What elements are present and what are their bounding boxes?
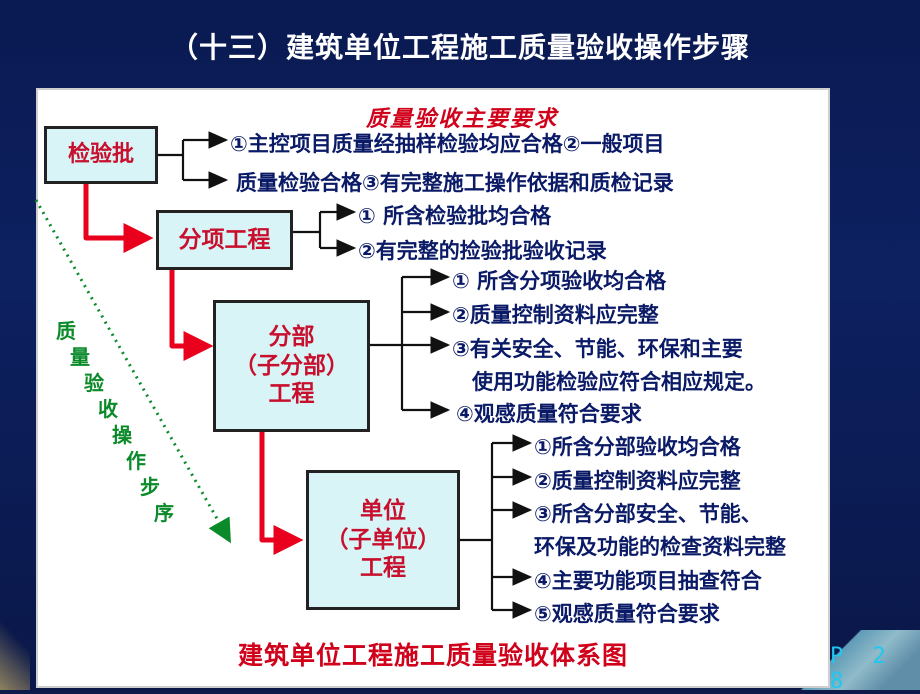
group-3-item: ②质量控制资料应完整 (452, 303, 659, 327)
group-1-item: 质量检验合格③有完整施工操作依据和质检记录 (236, 171, 674, 195)
group-3-item: ④观感质量符合要求 (456, 402, 642, 426)
group-1-item: ①主控项目质量经抽样检验均应合格②一般项目 (230, 132, 665, 156)
group-3-item: ① 所含分项验收均合格 (452, 269, 667, 293)
slide-title: （十三）建筑单位工程施工质量验收操作步骤 (169, 31, 750, 64)
node-division-project: 分部 （子分部） 工程 (213, 300, 370, 432)
requirements-title: 质量验收主要要求 (366, 107, 559, 132)
side-label-char: 量 (70, 345, 90, 369)
side-label-char: 验 (84, 371, 104, 395)
group-2-item: ②有完整的捡验批验收记录 (358, 239, 607, 263)
group-2-item: ① 所含检验批均合格 (358, 204, 552, 228)
side-label-char: 序 (154, 501, 174, 525)
side-label-char: 收 (98, 397, 118, 421)
flow-arrow-1 (83, 184, 154, 253)
side-label-char: 质 (56, 319, 76, 343)
bracket-group-3 (370, 268, 451, 419)
flow-arrow-2 (169, 270, 214, 361)
page-number: P 2 8 (830, 644, 894, 694)
group-4-item: ④主要功能项目抽查符合 (534, 569, 762, 593)
bracket-group-1 (158, 131, 229, 189)
side-label-char: 操 (112, 423, 132, 447)
group-4-item: ③所含分部安全、节能、 (534, 502, 762, 526)
group-3-item: ③有关安全、节能、环保和主要 (452, 337, 743, 361)
node-unit-project: 单位 （子单位） 工程 (306, 470, 460, 610)
group-4-item: ⑤观感质量符合要求 (534, 602, 720, 626)
group-4-item: ②质量控制资料应完整 (534, 469, 741, 493)
side-label-char: 步 (140, 475, 160, 499)
corner-decoration-left (0, 620, 30, 690)
node-sub-item-project: 分项工程 (156, 210, 293, 270)
bracket-group-2 (293, 203, 357, 257)
side-label-char: 作 (126, 449, 146, 473)
step-direction-line (34, 199, 231, 544)
node-inspection-lot: 检验批 (44, 126, 158, 184)
flow-arrow-3 (259, 432, 304, 555)
group-4-item: 环保及功能的检查资料完整 (534, 535, 786, 559)
group-4-item: ①所含分部验收均合格 (534, 435, 741, 459)
diagram-caption: 建筑单位工程施工质量验收体系图 (238, 641, 629, 670)
flow-arrows (83, 184, 304, 555)
bracket-group-4 (460, 434, 533, 619)
group-3-item: 使用功能检验应符合相应规定。 (472, 370, 766, 394)
